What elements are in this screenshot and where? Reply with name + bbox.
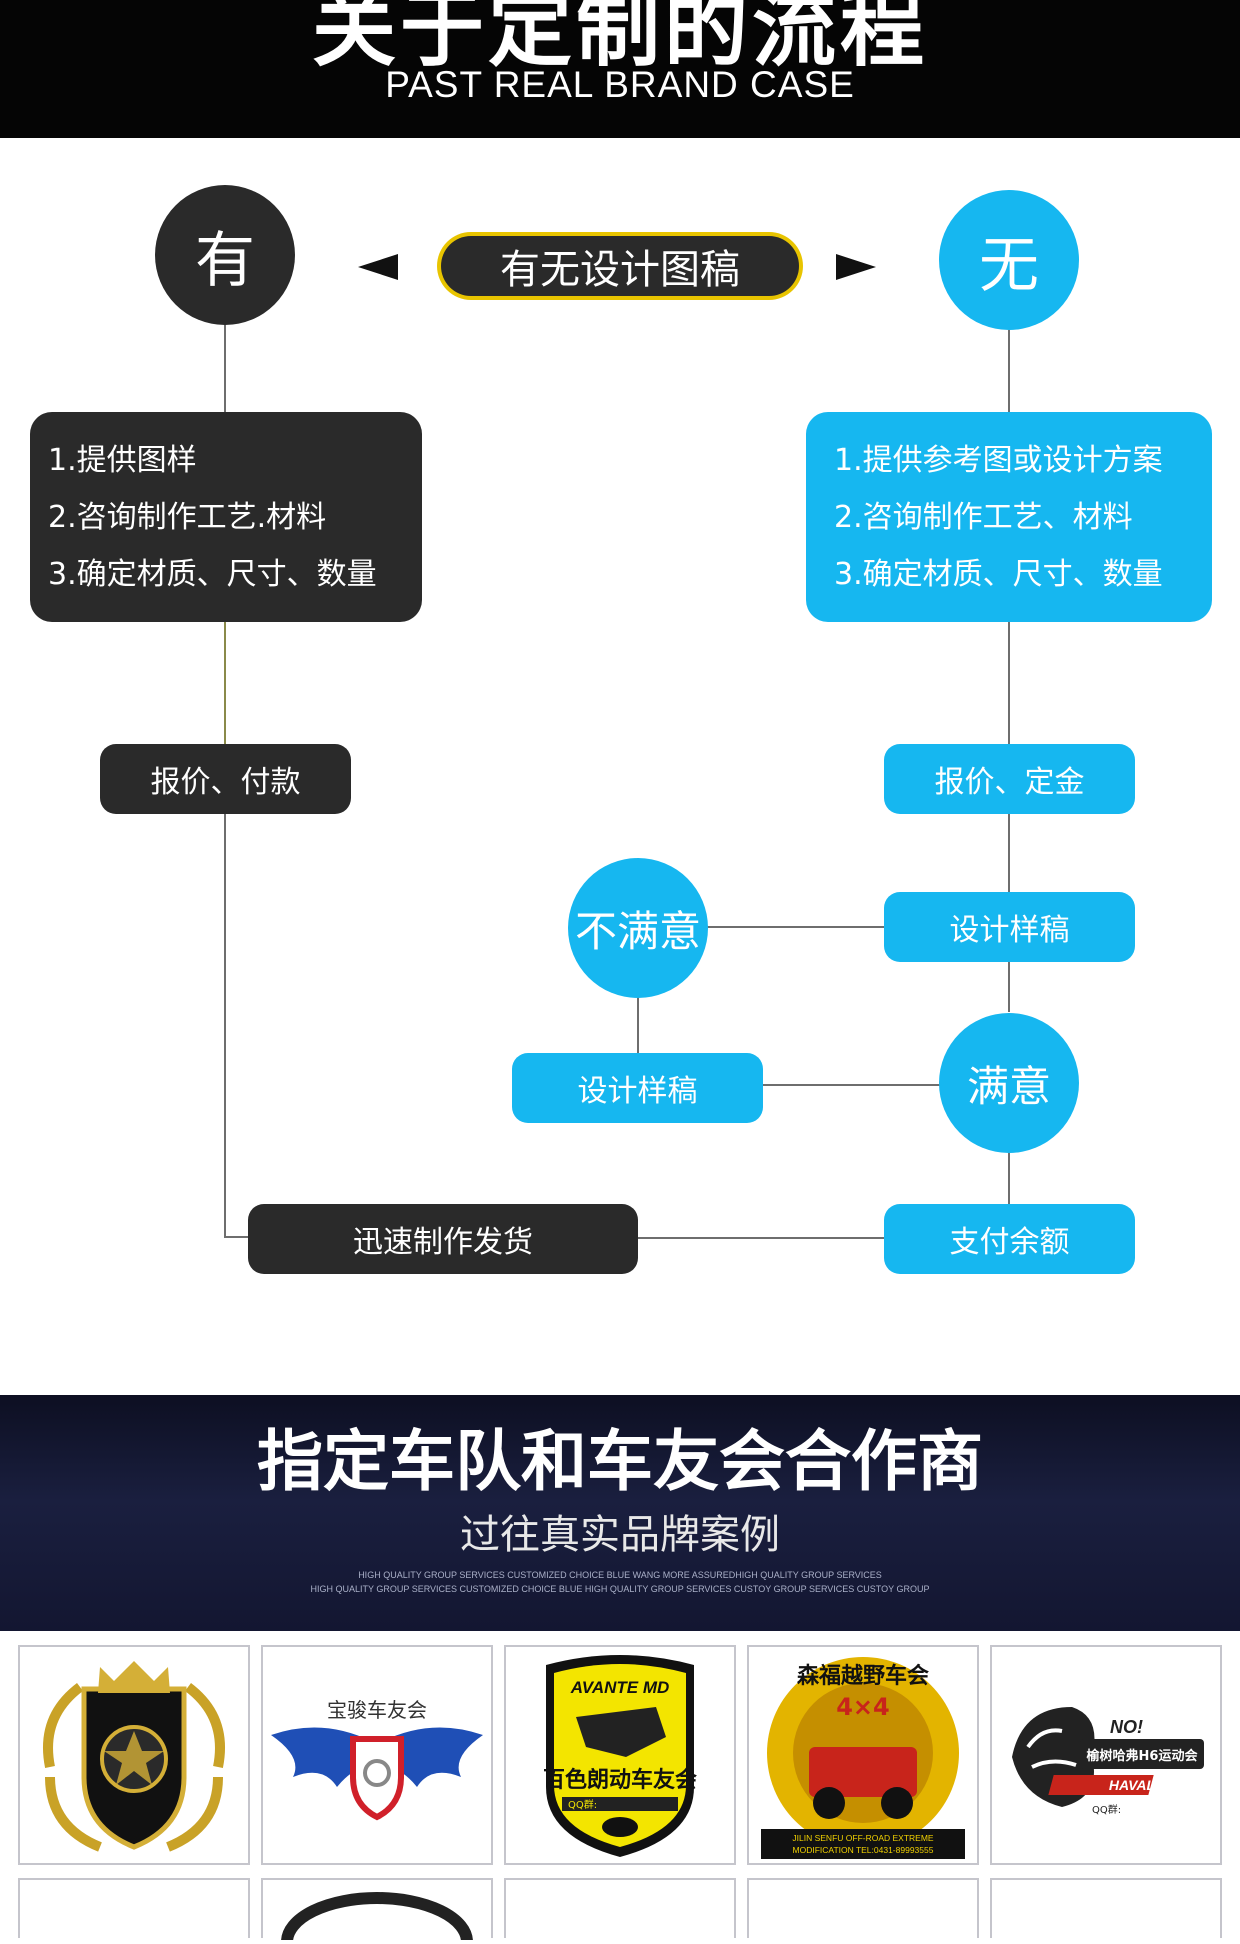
ship-label: 迅速制作发货 — [353, 1217, 533, 1261]
yes-label: 有 — [195, 212, 255, 299]
logo-3-line3: QQ群: — [568, 1798, 597, 1811]
no-label: 无 — [979, 217, 1039, 304]
logo-5-line2: 榆树哈弗H6运动会 — [1087, 1748, 1199, 1764]
connector-yes-quote-down — [224, 810, 226, 1238]
logo-card-7 — [261, 1878, 493, 1938]
logo-card-2: 宝骏车友会 — [261, 1645, 493, 1865]
design-draft-label: 设计样稿 — [950, 905, 1070, 949]
haval-h6-tiger-badge: NO! 榆树哈弗H6运动会 HAVAL QQ群: — [992, 1647, 1220, 1863]
logo-3-line1: AVANTE MD — [570, 1678, 670, 1697]
unsatisfied-label: 不满意 — [575, 898, 701, 959]
question-label: 有无设计图稿 — [500, 237, 740, 295]
yes-step-1: 1.提供图样 — [48, 432, 422, 489]
pay-balance-pill: 支付余额 — [884, 1204, 1135, 1274]
connector-no-to-box — [1008, 330, 1010, 415]
connector-draft-down — [1008, 960, 1010, 1012]
logo-4-line4: MODIFICATION TEL:0431-89993555 — [793, 1845, 934, 1855]
question-pill-inner: 有无设计图稿 — [441, 236, 799, 296]
connector-satisfied-down — [1008, 1150, 1010, 1208]
no-circle: 无 — [939, 190, 1079, 330]
connector-no-quote-down — [1008, 810, 1010, 895]
connector-yes-box-down — [224, 620, 226, 746]
logo-5-line1: NO! — [1110, 1717, 1143, 1737]
logo-4-line1: 森福越野车会 — [797, 1663, 929, 1689]
logo-card-8 — [504, 1878, 736, 1938]
no-step-1: 1.提供参考图或设计方案 — [834, 432, 1212, 489]
connector-unsatisfied-down — [637, 997, 639, 1055]
yes-step-2: 2.咨询制作工艺.材料 — [48, 489, 422, 546]
connector-no-box-down — [1008, 620, 1010, 746]
winged-car-club-emblem: 宝骏车友会 — [263, 1647, 491, 1863]
jilin-offroad-badge: 森福越野车会 4×4 JILIN SENFU OFF-ROAD EXTREME … — [749, 1647, 977, 1863]
logo-card-10 — [990, 1878, 1222, 1938]
partner-subtitle: 过往真实品牌案例 — [0, 1502, 1240, 1560]
logo-5-line3: HAVAL — [1109, 1777, 1155, 1793]
no-quote-label: 报价、定金 — [935, 757, 1085, 801]
yes-quote-label: 报价、付款 — [151, 757, 301, 801]
connector-yes-to-box — [224, 320, 226, 415]
partial-circle-badge — [263, 1880, 491, 1940]
logo-card-3: AVANTE MD 百色朗动车友会 QQ群: — [504, 1645, 736, 1865]
pay-balance-label: 支付余额 — [950, 1217, 1070, 1261]
logo-card-4: 森福越野车会 4×4 JILIN SENFU OFF-ROAD EXTREME … — [747, 1645, 979, 1865]
logo-4-line2: 4×4 — [836, 1693, 890, 1721]
yes-step-3: 3.确定材质、尺寸、数量 — [48, 546, 422, 603]
arrow-left-icon — [358, 254, 398, 280]
connector-draft-to-unsatisfied — [705, 926, 887, 928]
arrow-right-icon — [836, 254, 876, 280]
partner-title: 指定车队和车友会合作商 — [0, 1408, 1240, 1504]
logo-4-line3: JILIN SENFU OFF-ROAD EXTREME — [792, 1833, 934, 1843]
logo-3-line2: 百色朗动车友会 — [543, 1767, 697, 1793]
redesign-label: 设计样稿 — [578, 1066, 698, 1110]
no-quote-pill: 报价、定金 — [884, 744, 1135, 814]
logo-card-1 — [18, 1645, 250, 1865]
partner-fine-print-2: HIGH QUALITY GROUP SERVICES CUSTOMIZED C… — [0, 1584, 1240, 1594]
satisfied-label: 满意 — [967, 1053, 1051, 1114]
connector-redesign-to-satisfied — [760, 1084, 942, 1086]
ship-pill: 迅速制作发货 — [248, 1204, 638, 1274]
no-steps-box: 1.提供参考图或设计方案 2.咨询制作工艺、材料 3.确定材质、尺寸、数量 — [806, 412, 1212, 622]
page-subtitle: PAST REAL BRAND CASE — [0, 64, 1240, 106]
connector-ship-to-balance — [636, 1237, 888, 1239]
yes-circle: 有 — [155, 185, 295, 325]
no-step-2: 2.咨询制作工艺、材料 — [834, 489, 1212, 546]
redesign-pill: 设计样稿 — [512, 1053, 763, 1123]
logo-card-9 — [747, 1878, 979, 1938]
logo-card-6 — [18, 1878, 250, 1938]
unsatisfied-circle: 不满意 — [568, 858, 708, 998]
yes-steps-box: 1.提供图样 2.咨询制作工艺.材料 3.确定材质、尺寸、数量 — [30, 412, 422, 622]
logo-card-5: NO! 榆树哈弗H6运动会 HAVAL QQ群: — [990, 1645, 1222, 1865]
land-rover-club-emblem — [20, 1647, 248, 1863]
design-draft-pill: 设计样稿 — [884, 892, 1135, 962]
no-step-3: 3.确定材质、尺寸、数量 — [834, 546, 1212, 603]
logo-5-line4: QQ群: — [1092, 1803, 1121, 1816]
avante-md-shield: AVANTE MD 百色朗动车友会 QQ群: — [506, 1647, 734, 1863]
logo-2-text: 宝骏车友会 — [327, 1698, 427, 1722]
satisfied-circle: 满意 — [939, 1013, 1079, 1153]
partner-fine-print-1: HIGH QUALITY GROUP SERVICES CUSTOMIZED C… — [0, 1570, 1240, 1580]
yes-quote-pill: 报价、付款 — [100, 744, 351, 814]
